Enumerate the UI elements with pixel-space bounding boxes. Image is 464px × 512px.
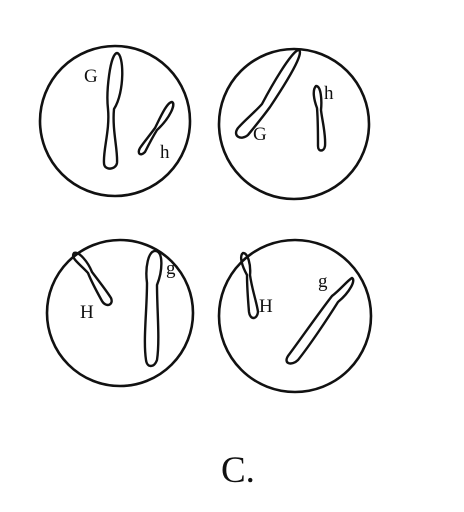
gene-label-short: h (160, 142, 170, 163)
cell-top-right: G h (217, 47, 371, 201)
gene-label-short: H (259, 296, 273, 317)
gene-label-long: g (318, 271, 328, 292)
long-chromosome (102, 51, 124, 170)
gene-label-short: H (80, 302, 94, 323)
long-chromosome (285, 276, 355, 365)
long-chromosome (234, 48, 302, 139)
cell-bottom-right: H g (217, 238, 373, 394)
gene-label-short: h (324, 83, 334, 104)
gene-label-long: G (84, 66, 98, 87)
cell-membrane (217, 238, 373, 394)
gene-label-long: G (253, 124, 267, 145)
short-chromosome (312, 84, 327, 152)
gene-label-long: g (166, 258, 176, 279)
short-chromosome (137, 100, 175, 156)
short-chromosome (71, 251, 113, 307)
cell-membrane (38, 44, 192, 198)
short-chromosome (239, 251, 260, 320)
cell-membrane (45, 238, 195, 388)
cell-top-left: G h (38, 44, 192, 198)
cell-bottom-left: H g (45, 238, 195, 388)
cell-membrane (217, 47, 371, 201)
option-label: C. (221, 450, 255, 491)
long-chromosome (143, 249, 163, 368)
